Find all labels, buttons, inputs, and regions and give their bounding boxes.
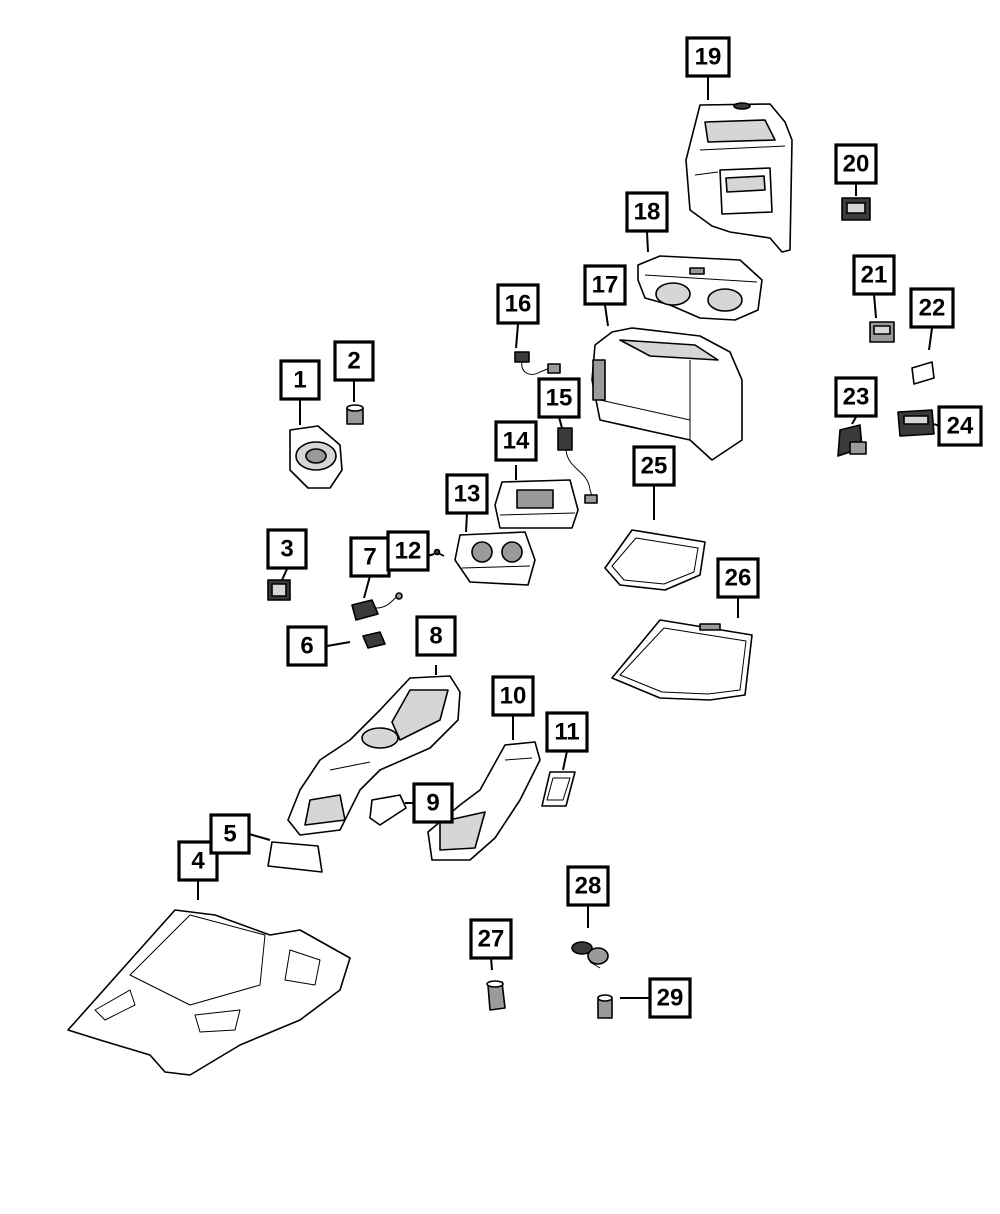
callout-21: 21: [852, 254, 896, 296]
part-20-switch: [841, 197, 871, 221]
callout-9-label: 9: [426, 790, 439, 817]
callout-24: 24: [937, 405, 983, 447]
part-22-bracket: [911, 361, 935, 385]
callout-16-label: 16: [505, 291, 532, 318]
part-8-console-housing: [287, 675, 461, 836]
part-3-switch: [267, 579, 291, 601]
callout-27-label: 27: [478, 926, 505, 953]
part-7-module: [351, 592, 403, 621]
callout-4: 4: [177, 840, 219, 882]
callout-20-label: 20: [843, 151, 870, 178]
callout-11-label: 11: [554, 719, 579, 746]
callout-3: 3: [266, 528, 308, 570]
part-26-tray-mat: [611, 619, 753, 701]
callout-4-label: 4: [191, 848, 205, 875]
callout-2: 2: [333, 340, 375, 382]
callout-26: 26: [716, 557, 760, 599]
part-9-cover: [369, 794, 407, 826]
callout-2-label: 2: [347, 348, 360, 375]
part-13-shifter-bezel: [454, 531, 536, 586]
callout-19: 19: [685, 36, 731, 78]
callout-11: 11: [545, 711, 589, 753]
callout-15: 15: [537, 377, 581, 419]
callout-6-label: 6: [300, 633, 313, 660]
callout-12-label: 12: [395, 538, 422, 565]
callout-14-label: 14: [503, 428, 530, 455]
part-6-clip: [362, 631, 386, 649]
callout-24-label: 24: [947, 413, 974, 440]
part-27-socket: [486, 980, 506, 1011]
callout-23: 23: [834, 376, 878, 418]
callout-22: 22: [909, 287, 955, 329]
callout-19-label: 19: [695, 44, 722, 71]
part-21-switch: [869, 321, 895, 343]
callout-17-label: 17: [592, 272, 619, 299]
callout-5: 5: [209, 813, 251, 855]
callout-29: 29: [648, 977, 692, 1019]
callout-8-label: 8: [429, 623, 442, 650]
callout-1: 1: [279, 359, 321, 401]
part-1-cup-holder: [289, 425, 343, 489]
callout-25-label: 25: [641, 453, 668, 480]
part-19-rear-panel: [685, 102, 793, 253]
callout-20: 20: [834, 143, 878, 185]
callout-7: 7: [349, 536, 391, 578]
callout-9: 9: [412, 782, 454, 824]
part-23-connector: [837, 424, 867, 457]
callout-16: 16: [496, 283, 540, 325]
part-28-socket: [571, 941, 609, 969]
callout-5-label: 5: [223, 821, 236, 848]
callout-17: 17: [583, 264, 627, 306]
callout-29-label: 29: [657, 985, 684, 1012]
callout-27: 27: [469, 918, 513, 960]
callout-15-label: 15: [546, 385, 573, 412]
callout-13: 13: [445, 473, 489, 515]
callout-28-label: 28: [575, 873, 602, 900]
part-25-mat: [604, 529, 706, 591]
part-5-mat: [267, 841, 323, 873]
callout-25: 25: [632, 445, 676, 487]
callout-10-label: 10: [500, 683, 527, 710]
leader-lines: [197, 77, 940, 999]
callout-10: 10: [491, 675, 535, 717]
callout-28: 28: [566, 865, 610, 907]
part-17-console-bin: [591, 327, 743, 461]
part-12-screw: [433, 548, 445, 557]
part-2-plug: [346, 404, 364, 425]
part-16-wire-harness: [514, 351, 561, 375]
callout-6: 6: [286, 625, 328, 667]
part-11-pad: [541, 771, 576, 807]
part-24-module: [897, 409, 935, 437]
callout-22-label: 22: [919, 295, 946, 322]
callout-12: 12: [386, 530, 430, 572]
callout-13-label: 13: [454, 481, 481, 508]
part-29-plug: [597, 994, 613, 1019]
callout-21-label: 21: [861, 262, 888, 289]
callout-14: 14: [494, 420, 538, 462]
part-18-cupholder: [637, 255, 763, 321]
callout-26-label: 26: [725, 565, 752, 592]
part-15-usb-port: [557, 427, 598, 504]
callout-1-label: 1: [293, 367, 306, 394]
callout-7-label: 7: [363, 544, 376, 571]
callout-3-label: 3: [280, 536, 293, 563]
part-14-bezel: [494, 479, 579, 529]
callout-18: 18: [625, 191, 669, 233]
part-4-carpet: [67, 909, 351, 1076]
callout-8: 8: [415, 615, 457, 657]
callout-23-label: 23: [843, 384, 870, 411]
callout-18-label: 18: [634, 199, 661, 226]
